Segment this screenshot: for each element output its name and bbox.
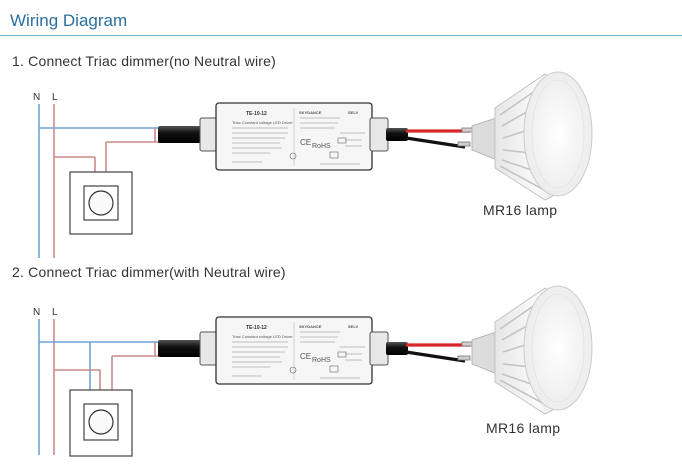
- section-2-l-label: L: [52, 307, 58, 318]
- triac-dimmer-icon: [69, 389, 133, 457]
- section-2-ce-mark: CE: [300, 352, 312, 361]
- section-1-lamp-label: MR16 lamp: [483, 202, 558, 218]
- led-driver-icon: [199, 316, 389, 385]
- title-divider: [0, 35, 682, 36]
- section-2-diagram: [38, 285, 593, 457]
- section-1-n-label: N: [33, 92, 41, 103]
- triac-dimmer-icon: [69, 171, 133, 235]
- section-1-driver-desc: Triac Constant voltage LED Driver: [232, 120, 293, 125]
- input-cable: [158, 126, 202, 143]
- section-2-rohs-mark: RoHS: [312, 357, 331, 364]
- section-2-n-label: N: [33, 307, 41, 318]
- section-2-driver-desc: Triac Constant voltage LED Driver: [232, 334, 293, 339]
- section-1-ce-mark: CE: [300, 138, 312, 147]
- section-1-driver-brand: SKYDANCE: [299, 110, 322, 115]
- section-2-lamp-label: MR16 lamp: [486, 420, 561, 436]
- section-2-driver-brand: SKYDANCE: [299, 324, 322, 329]
- section-2-heading: 2. Connect Triac dimmer(with Neutral wir…: [12, 264, 286, 280]
- input-cable: [158, 340, 202, 357]
- section-1-rohs-mark: RoHS: [312, 143, 331, 150]
- section-1-l-label: L: [52, 92, 58, 103]
- section-1-diagram: [38, 71, 593, 258]
- section-2-driver-selv: SELV: [348, 324, 359, 329]
- led-driver-icon: [199, 102, 389, 171]
- negative-output-wire: [405, 136, 466, 149]
- section-2-driver-model: TE-10-12: [246, 325, 267, 331]
- negative-output-wire: [405, 350, 466, 363]
- section-1-heading: 1. Connect Triac dimmer(no Neutral wire): [12, 53, 276, 69]
- section-1-driver-model: TE-10-12: [246, 111, 267, 117]
- page-title: Wiring Diagram: [10, 11, 128, 30]
- mr16-lamp-icon: [471, 71, 593, 201]
- mr16-lamp-icon: [471, 285, 593, 415]
- section-1-driver-selv: SELV: [348, 110, 359, 115]
